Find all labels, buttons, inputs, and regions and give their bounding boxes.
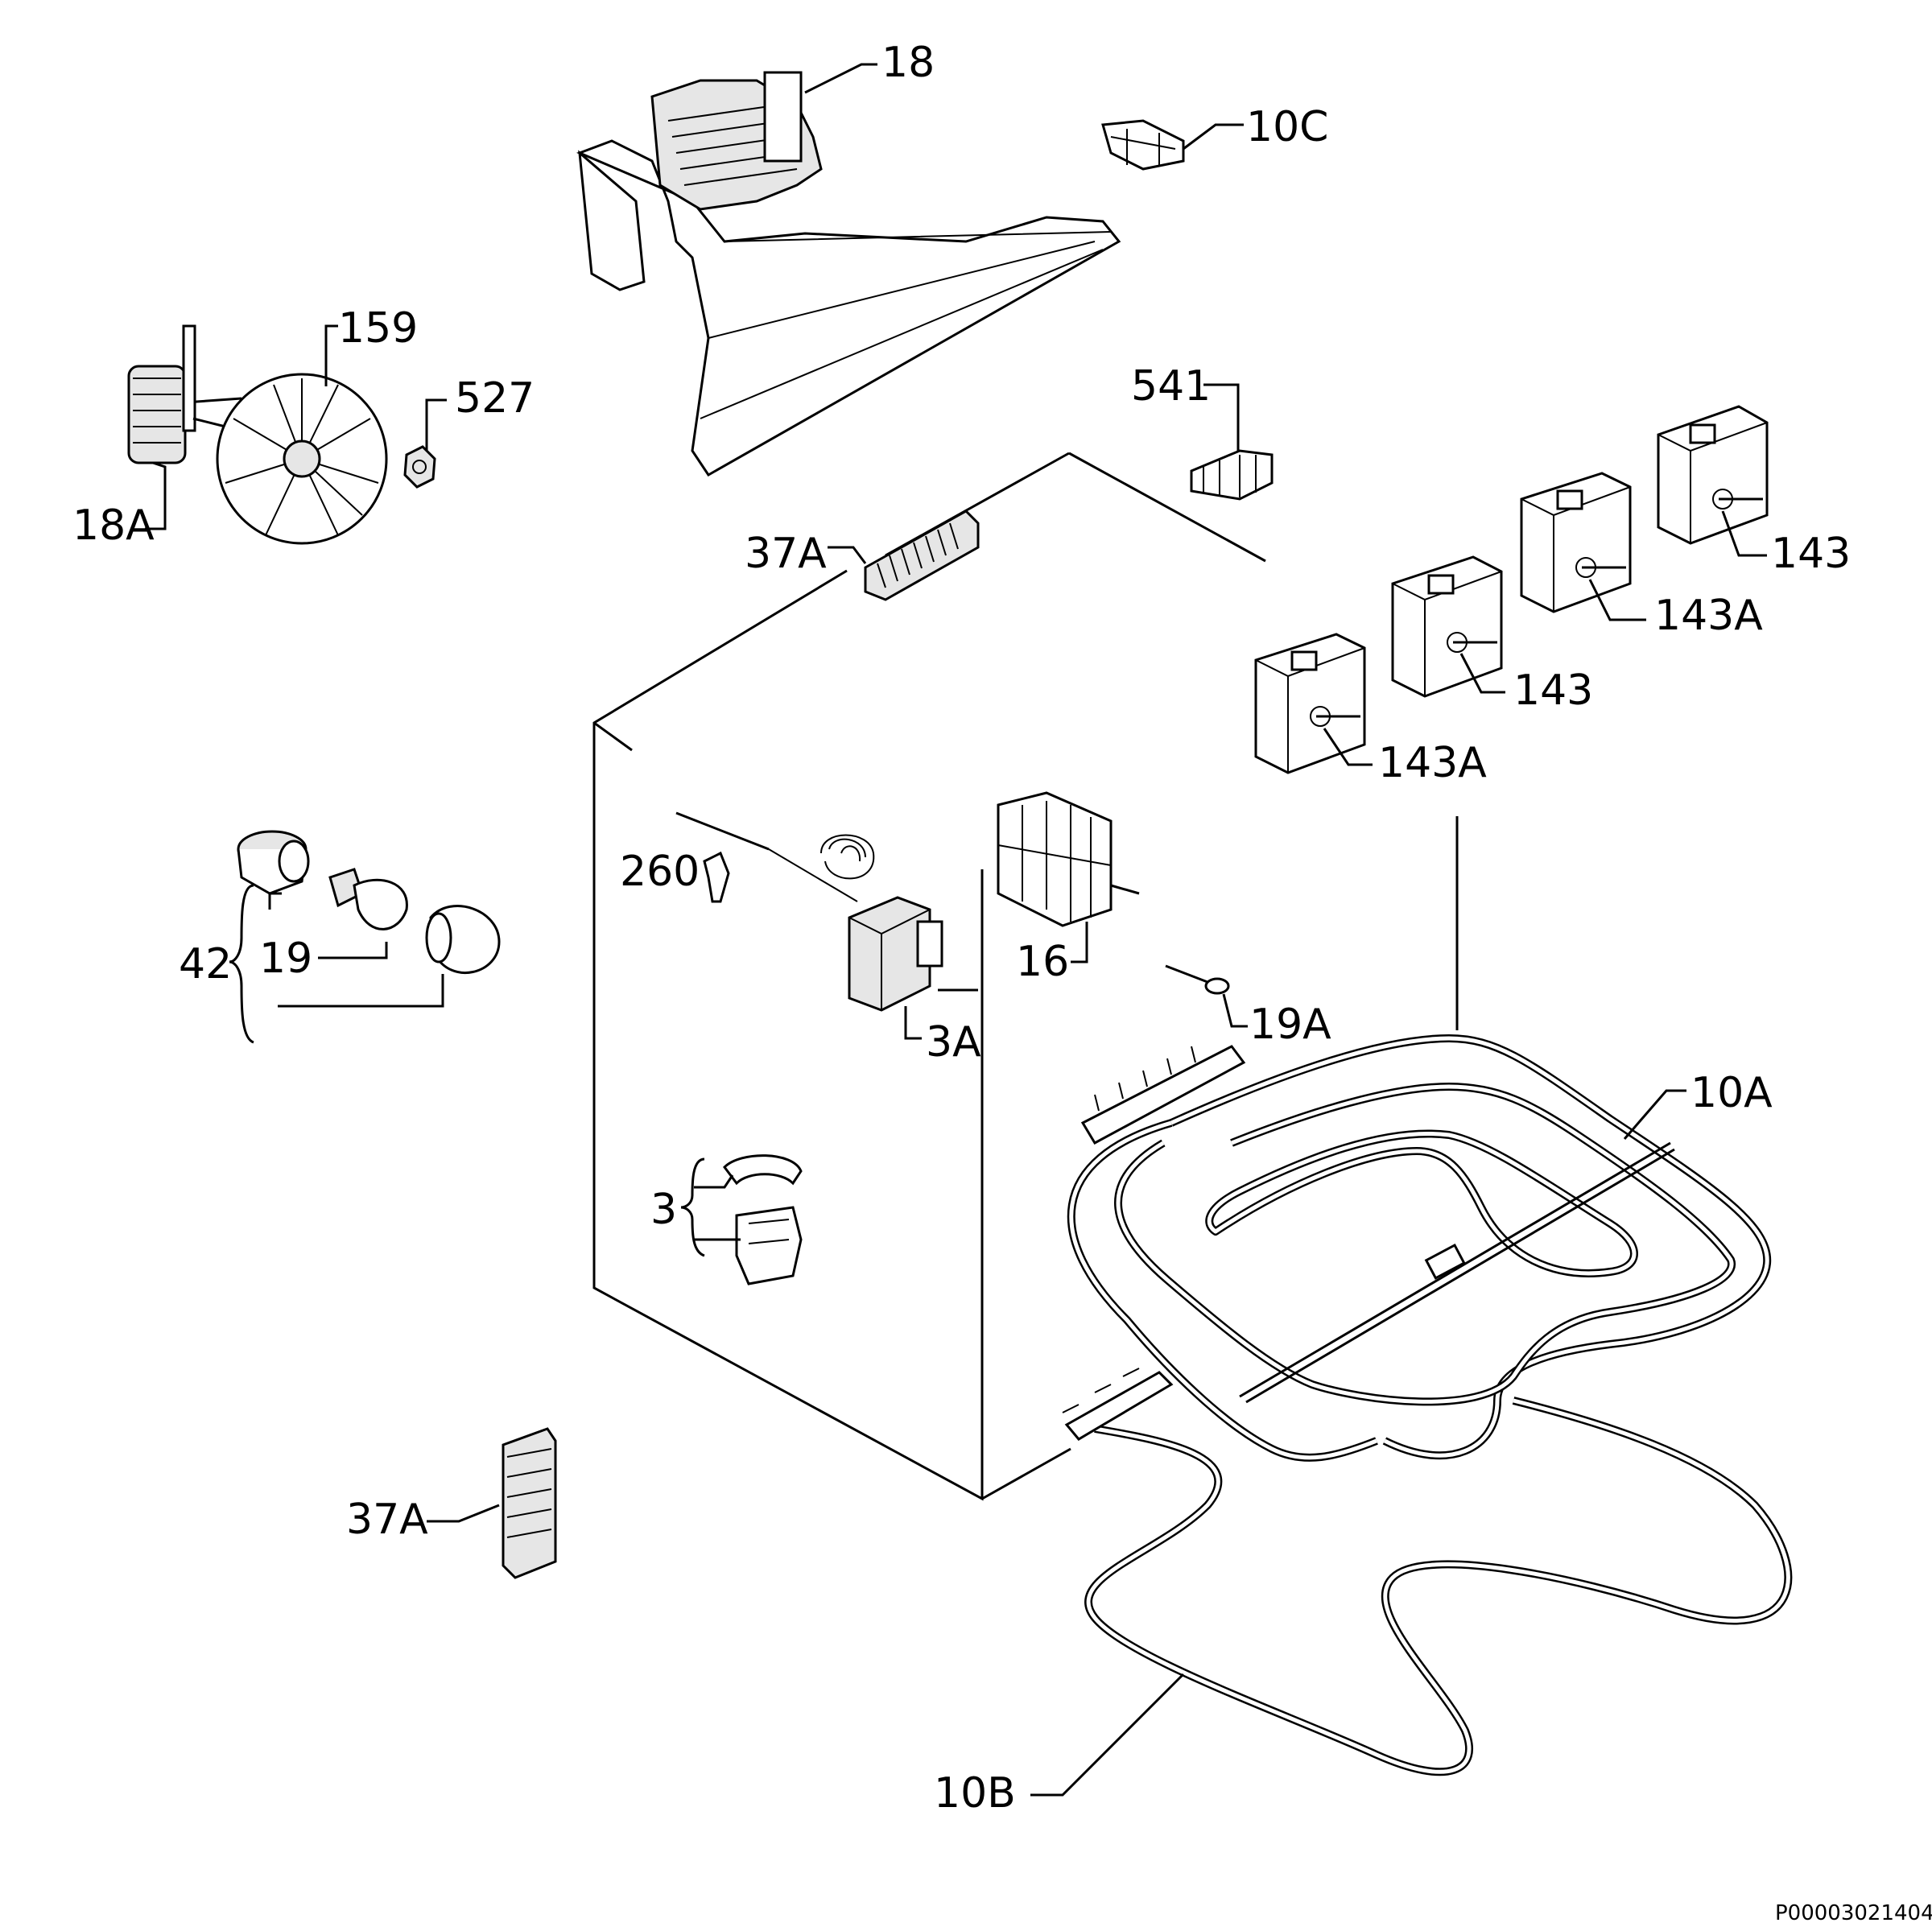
connector-part-541 bbox=[1190, 449, 1274, 501]
fan-blade-part-159 bbox=[216, 373, 388, 545]
motor-part-18a bbox=[127, 324, 242, 464]
lamp-bulb-part-19 bbox=[328, 868, 408, 930]
label-143-top: 143 bbox=[1771, 530, 1851, 578]
clip-part-3 bbox=[723, 1154, 803, 1285]
label-19a: 19A bbox=[1249, 1001, 1331, 1049]
fan-housing-part-18 bbox=[576, 71, 1121, 477]
thermostat-part-3a bbox=[675, 811, 978, 1012]
switch-part-143-middle bbox=[1391, 555, 1503, 698]
switch-part-143-top bbox=[1657, 405, 1769, 545]
label-16: 16 bbox=[1016, 938, 1069, 986]
label-541: 541 bbox=[1131, 362, 1211, 411]
label-3: 3 bbox=[650, 1186, 677, 1234]
label-527: 527 bbox=[455, 374, 535, 423]
switch-part-143a-upper bbox=[1520, 472, 1632, 613]
label-143a-lower: 143A bbox=[1378, 739, 1487, 787]
label-3a: 3A bbox=[926, 1018, 981, 1067]
label-37a-top: 37A bbox=[745, 530, 827, 578]
label-37a-bottom: 37A bbox=[346, 1496, 428, 1544]
nut-part-527 bbox=[403, 445, 436, 489]
bottom-element-part-10b bbox=[1062, 1368, 1793, 1776]
clip-part-260 bbox=[703, 851, 730, 903]
label-159: 159 bbox=[338, 304, 418, 353]
label-10c: 10C bbox=[1246, 103, 1328, 151]
lamp-holder-part-42 bbox=[237, 830, 310, 895]
label-143-middle: 143 bbox=[1513, 666, 1593, 715]
selector-switch-part-16 bbox=[997, 791, 1140, 927]
oven-cavity-outline bbox=[592, 452, 1459, 1501]
lamp-cover-part bbox=[425, 905, 501, 974]
label-260: 260 bbox=[620, 848, 700, 896]
label-143a-upper: 143A bbox=[1654, 592, 1763, 640]
label-19: 19 bbox=[259, 935, 312, 983]
switch-part-143a-lower bbox=[1254, 633, 1366, 774]
sensor-part-19a bbox=[1165, 964, 1230, 995]
terminal-block-part-37a-bottom bbox=[502, 1427, 557, 1579]
terminal-block-part-37a-top bbox=[864, 510, 980, 601]
grill-element-part-10a bbox=[1067, 1034, 1772, 1462]
label-42: 42 bbox=[179, 940, 232, 988]
label-10a: 10A bbox=[1690, 1069, 1773, 1117]
clip-part-10c bbox=[1101, 119, 1185, 171]
label-10b: 10B bbox=[934, 1769, 1016, 1818]
label-18a: 18A bbox=[72, 501, 155, 550]
label-18: 18 bbox=[881, 39, 935, 87]
document-id: P00003021404 bbox=[1775, 1901, 1932, 1925]
